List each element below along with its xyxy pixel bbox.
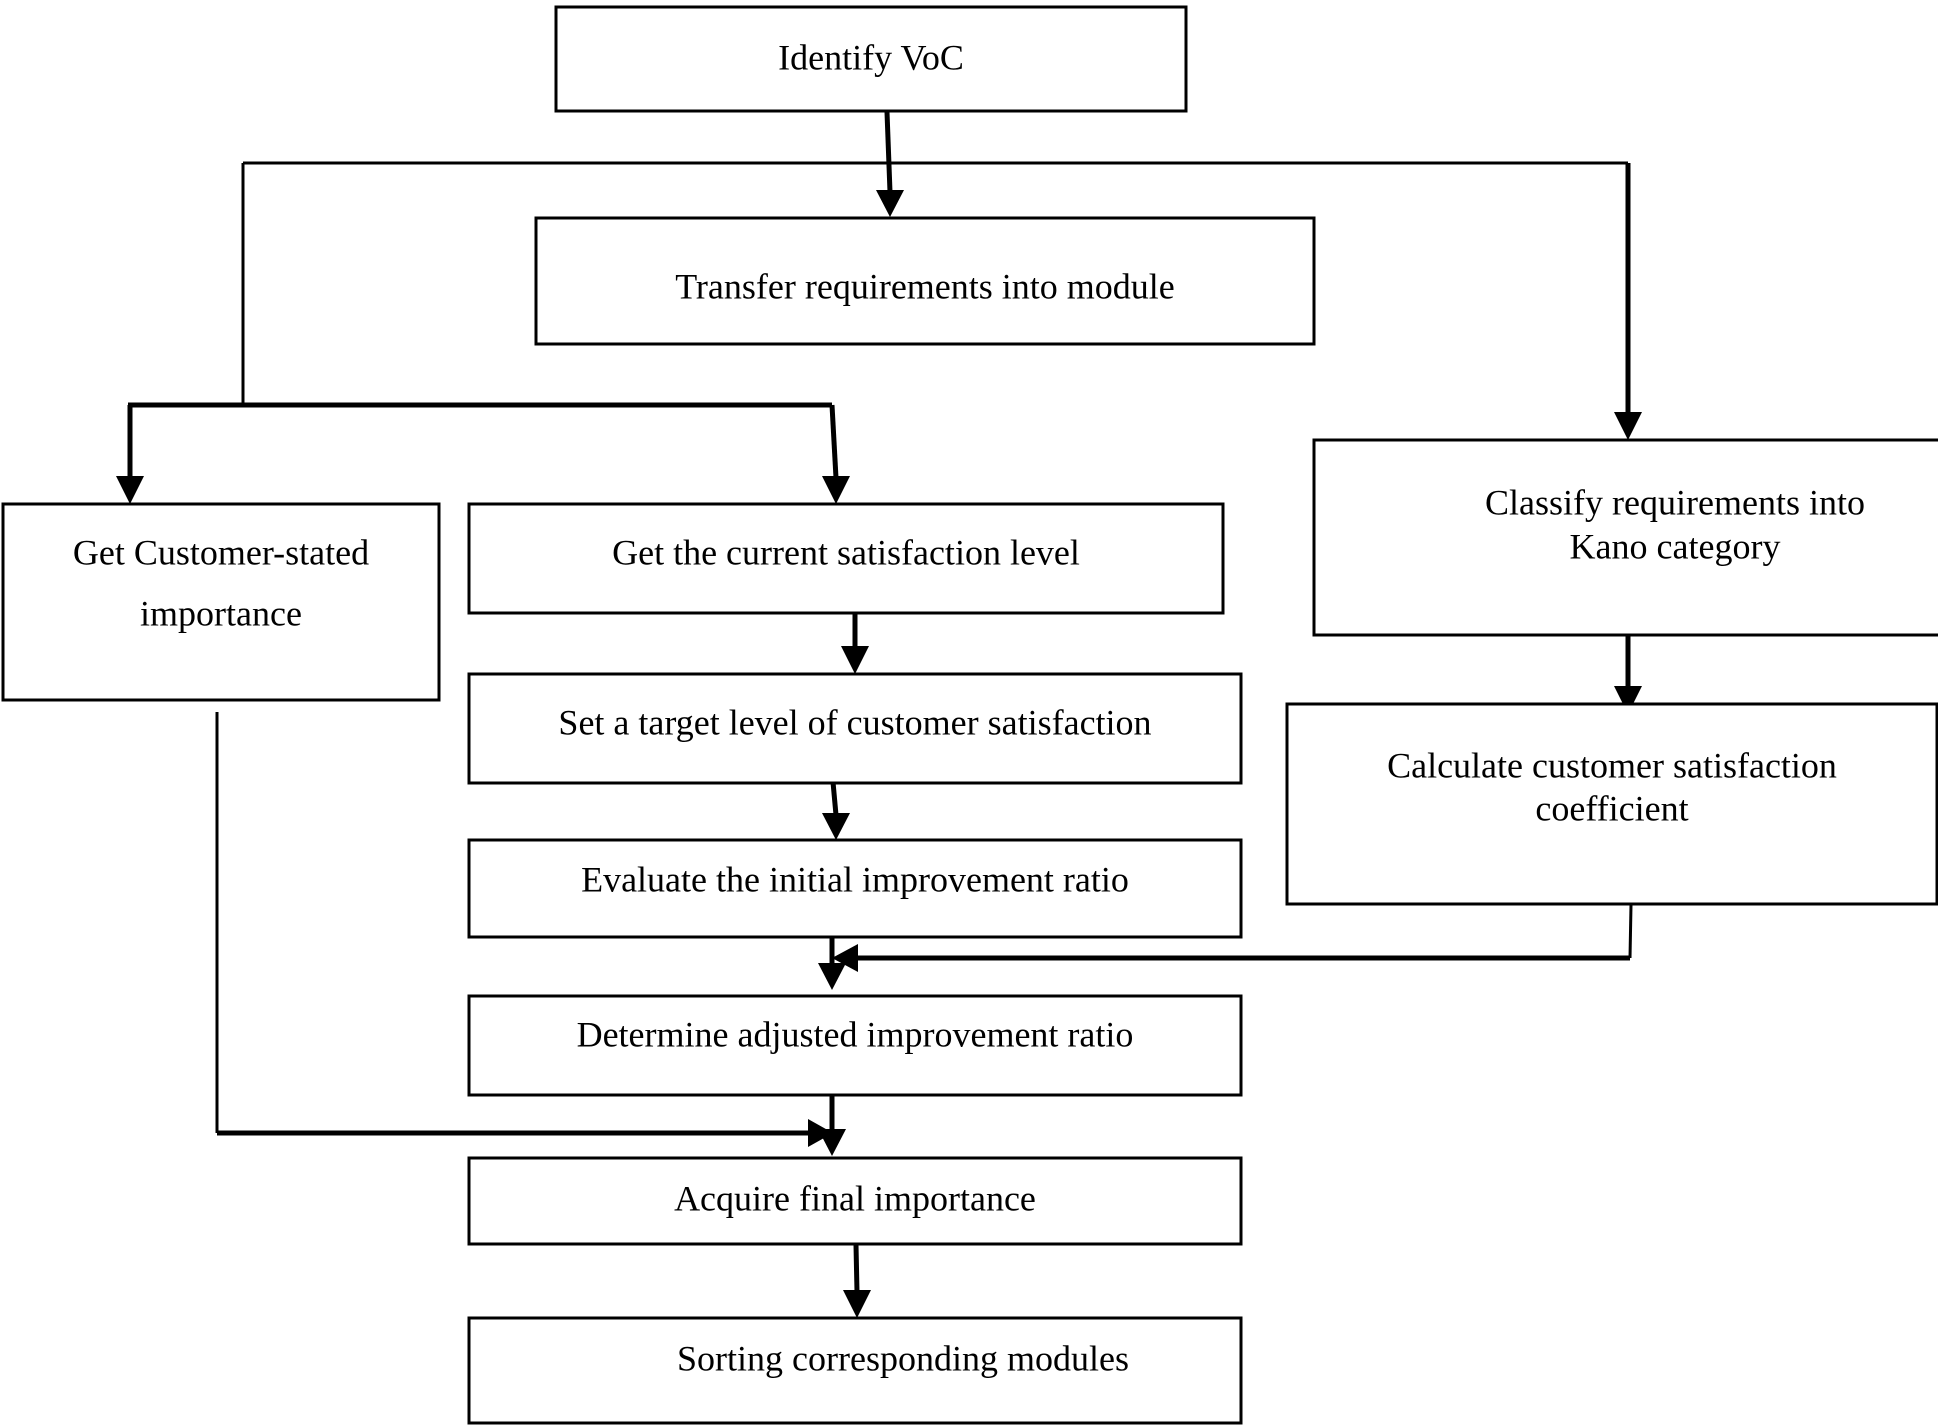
- edge-identify-to-classify: [1614, 163, 1642, 440]
- node-identify-voc-label: Identify VoC: [778, 37, 964, 77]
- edge-branch-to-customer-importance: [116, 405, 144, 504]
- edge-branch-to-current-satisfaction: [822, 404, 850, 504]
- edge-adjusted-to-final: [818, 1096, 846, 1156]
- node-customer-stated-importance-label-line-1: Get Customer-stated: [73, 532, 369, 572]
- node-current-satisfaction-label: Get the current satisfaction level: [612, 532, 1080, 572]
- edge-classify-to-coefficient: [1614, 635, 1642, 714]
- node-classify-kano: Classify requirements into Kano category: [1312, 438, 1938, 637]
- node-satisfaction-coefficient: Calculate customer satisfaction coeffici…: [1285, 702, 1938, 906]
- edge-target-to-initial-ratio: [822, 781, 850, 840]
- node-transfer-requirements-label: Transfer requirements into module: [675, 266, 1175, 306]
- node-satisfaction-coefficient-label-line-2: coefficient: [1535, 788, 1688, 828]
- node-classify-kano-label-line-1: Classify requirements into: [1485, 482, 1865, 522]
- node-initial-ratio-label: Evaluate the initial improvement ratio: [581, 859, 1129, 899]
- edge-identify-to-left-branch: [128, 163, 832, 408]
- node-current-satisfaction: Get the current satisfaction level: [467, 502, 1225, 615]
- node-customer-stated-importance-label-line-2: importance: [140, 593, 302, 633]
- node-satisfaction-coefficient-label-line-1: Calculate customer satisfaction: [1387, 745, 1837, 785]
- node-sorting-modules-label: Sorting corresponding modules: [677, 1338, 1129, 1378]
- edge-customer-importance-to-final: [215, 712, 833, 1147]
- node-sorting-modules: Sorting corresponding modules: [467, 1316, 1243, 1425]
- node-initial-ratio: Evaluate the initial improvement ratio: [467, 838, 1243, 939]
- node-classify-kano-label-line-2: Kano category: [1570, 526, 1781, 566]
- node-identify-voc: Identify VoC: [554, 5, 1188, 113]
- node-target-level-label: Set a target level of customer satisfact…: [558, 702, 1151, 742]
- edge-identify-to-transfer: [876, 111, 904, 217]
- node-adjusted-ratio: Determine adjusted improvement ratio: [467, 994, 1243, 1097]
- node-final-importance: Acquire final importance: [467, 1156, 1243, 1246]
- edge-current-to-target: [841, 612, 869, 674]
- node-target-level: Set a target level of customer satisfact…: [467, 672, 1243, 785]
- edge-final-to-sorting: [843, 1244, 871, 1318]
- node-adjusted-ratio-label: Determine adjusted improvement ratio: [577, 1014, 1134, 1054]
- node-customer-stated-importance: Get Customer-stated importance: [1, 502, 441, 702]
- node-transfer-requirements: Transfer requirements into module: [534, 216, 1316, 346]
- node-final-importance-label: Acquire final importance: [674, 1178, 1036, 1218]
- edge-coefficient-to-adjusted: [832, 904, 1633, 972]
- edge-initial-to-adjusted: [818, 938, 846, 990]
